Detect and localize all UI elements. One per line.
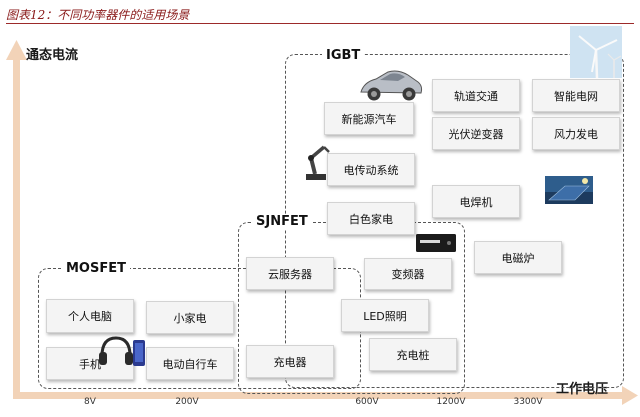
app-box-welder: 电焊机	[432, 185, 520, 218]
igbt-label: IGBT	[322, 48, 365, 63]
app-box-rail-transit: 轨道交通	[432, 79, 520, 112]
mosfet-label: MOSFET	[62, 261, 130, 276]
app-box-pc: 个人电脑	[46, 299, 134, 333]
app-box-led-lighting: LED照明	[341, 299, 429, 332]
app-box-induction-cooker: 电磁炉	[474, 241, 562, 274]
sjnfet-label: SJNFET	[252, 214, 312, 229]
figure-caption: 图表12：不同功率器件的适用场景	[6, 8, 190, 22]
app-box-white-goods: 白色家电	[327, 202, 415, 235]
app-box-ebike: 电动自行车	[146, 347, 234, 380]
x-tick-8v: 8V	[84, 397, 96, 407]
x-axis-shaft	[13, 392, 625, 399]
x-axis-arrowhead	[622, 386, 638, 405]
x-tick-600v: 600V	[355, 397, 379, 407]
caption-rule	[6, 23, 634, 24]
solar-panel-image	[545, 176, 593, 204]
inverter-device-image	[416, 234, 456, 252]
x-tick-1200v: 1200V	[436, 397, 466, 407]
wind-turbine-image	[570, 26, 622, 78]
car-image	[360, 70, 423, 101]
y-axis-arrowhead	[6, 40, 27, 60]
app-box-inverter: 变频器	[364, 258, 452, 290]
app-box-electric-drive: 电传动系统	[327, 153, 415, 186]
app-box-pv-inverter: 光伏逆变器	[432, 117, 520, 150]
y-axis-shaft	[13, 58, 20, 398]
app-box-cloud-server: 云服务器	[246, 257, 334, 290]
x-tick-200v: 200V	[175, 397, 199, 407]
app-box-charger: 充电器	[246, 345, 334, 378]
app-box-nev: 新能源汽车	[324, 102, 414, 135]
robot-arm-image	[306, 145, 330, 180]
phone-headphones-image	[99, 336, 145, 366]
app-box-small-appliance: 小家电	[146, 301, 234, 334]
y-axis-title: 通态电流	[26, 48, 79, 63]
x-axis-title: 工作电压	[556, 382, 609, 397]
app-box-charging-pile: 充电桩	[369, 338, 457, 371]
app-box-smart-grid: 智能电网	[532, 79, 620, 112]
x-tick-3300v: 3300V	[513, 397, 543, 407]
app-box-wind-power: 风力发电	[532, 117, 620, 150]
